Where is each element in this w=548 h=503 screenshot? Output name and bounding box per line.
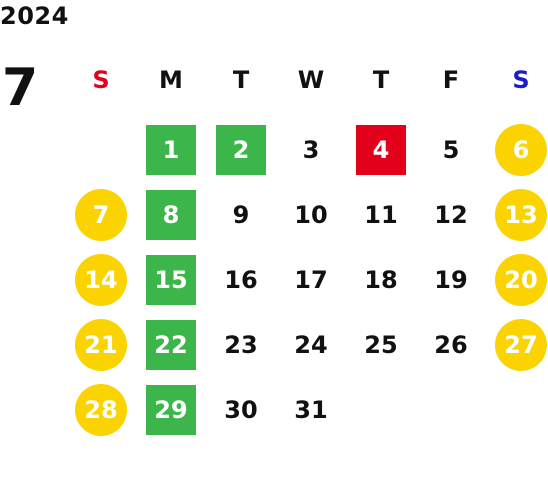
day-cell[interactable]: 6 bbox=[495, 124, 547, 176]
day-cell[interactable]: 12 bbox=[434, 201, 468, 229]
day-cell[interactable]: 13 bbox=[495, 189, 547, 241]
day-cell[interactable]: 10 bbox=[294, 201, 328, 229]
weekday-tue: T bbox=[232, 66, 250, 94]
day-cell[interactable]: 2 bbox=[216, 125, 266, 175]
weekday-sun: S bbox=[92, 66, 110, 94]
day-cell[interactable]: 24 bbox=[294, 331, 328, 359]
day-cell[interactable]: 27 bbox=[495, 319, 547, 371]
weekday-fri: F bbox=[442, 66, 460, 94]
day-cell[interactable]: 11 bbox=[364, 201, 398, 229]
month-label: 7 bbox=[2, 58, 39, 118]
weekday-thu: T bbox=[372, 66, 390, 94]
day-cell[interactable]: 5 bbox=[442, 136, 460, 164]
day-cell[interactable]: 1 bbox=[146, 125, 196, 175]
weekday-wed: W bbox=[297, 66, 325, 94]
day-cell[interactable]: 25 bbox=[364, 331, 398, 359]
day-cell[interactable]: 31 bbox=[294, 396, 328, 424]
day-cell[interactable]: 16 bbox=[224, 266, 258, 294]
day-cell[interactable]: 17 bbox=[294, 266, 328, 294]
weekday-mon: M bbox=[159, 66, 183, 94]
weekday-sat: S bbox=[512, 66, 530, 94]
day-cell[interactable]: 19 bbox=[434, 266, 468, 294]
day-cell[interactable]: 14 bbox=[75, 254, 127, 306]
year-label: 2024 bbox=[0, 2, 69, 30]
day-cell[interactable]: 15 bbox=[146, 255, 196, 305]
day-cell[interactable]: 21 bbox=[75, 319, 127, 371]
day-cell[interactable]: 22 bbox=[146, 320, 196, 370]
day-cell[interactable]: 4 bbox=[356, 125, 406, 175]
day-cell[interactable]: 29 bbox=[146, 385, 196, 435]
day-cell[interactable]: 7 bbox=[75, 189, 127, 241]
day-cell[interactable]: 30 bbox=[224, 396, 258, 424]
day-cell[interactable]: 28 bbox=[75, 384, 127, 436]
day-cell[interactable]: 9 bbox=[232, 201, 250, 229]
day-cell[interactable]: 20 bbox=[495, 254, 547, 306]
day-cell[interactable]: 8 bbox=[146, 190, 196, 240]
day-cell[interactable]: 3 bbox=[302, 136, 320, 164]
day-cell[interactable]: 26 bbox=[434, 331, 468, 359]
day-cell[interactable]: 18 bbox=[364, 266, 398, 294]
day-cell[interactable]: 23 bbox=[224, 331, 258, 359]
